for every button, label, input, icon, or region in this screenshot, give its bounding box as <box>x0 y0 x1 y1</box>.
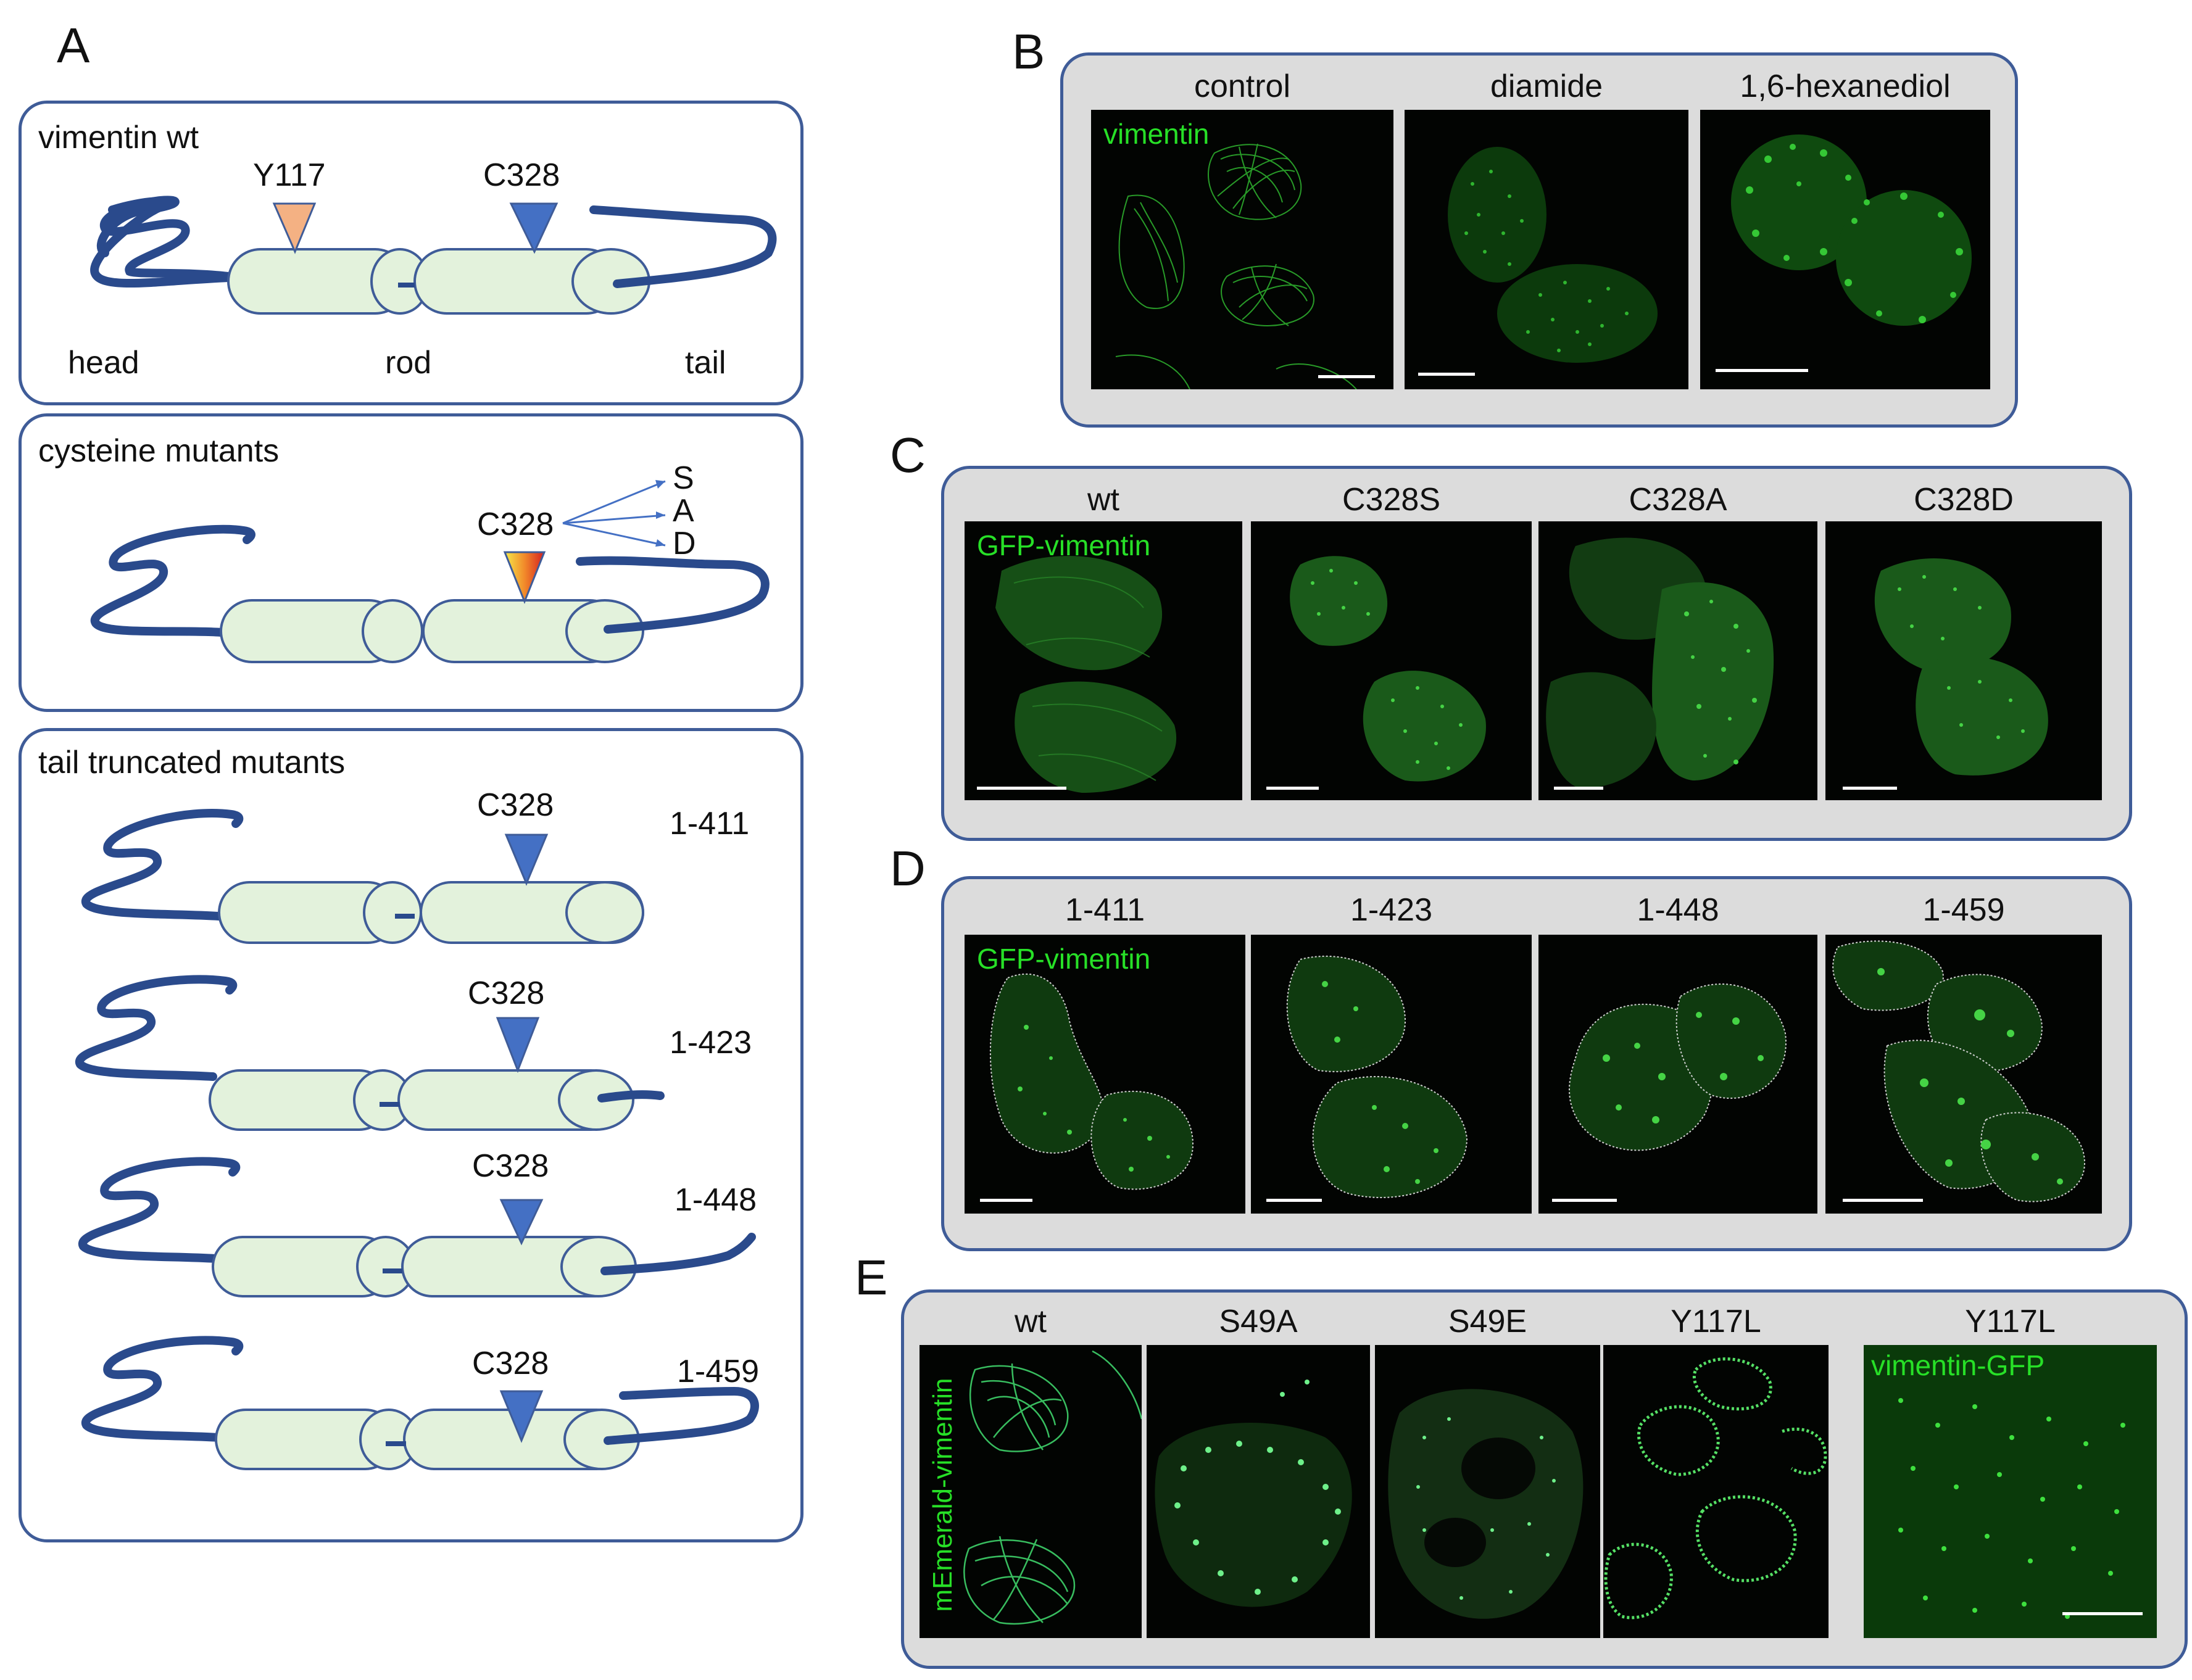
trunc-row4-marker: C328 <box>472 1346 549 1381</box>
trunc-row1-range: 1-411 <box>670 806 750 842</box>
trunc-row4-range: 1-459 <box>677 1354 759 1389</box>
panel-b-stain-label: vimentin <box>1103 118 1210 150</box>
panel-c-col2-title: C328S <box>1342 482 1440 518</box>
panel-e-col4-title: Y117L <box>1671 1304 1761 1339</box>
scale-bar <box>1318 375 1375 378</box>
micrograph-c328a <box>1538 521 1817 800</box>
micrograph-d-1-448 <box>1538 935 1817 1214</box>
panel-d-col3-title: 1-448 <box>1637 892 1719 928</box>
micrograph-e-s49e <box>1375 1345 1600 1638</box>
micrograph-e-wt: mEmerald-vimentin <box>920 1345 1142 1638</box>
panel-e-stain-right: vimentin-GFP <box>1871 1349 2045 1381</box>
panel-d-label: D <box>890 841 926 896</box>
y117-label: Y117 <box>253 157 326 193</box>
tail-truncated-box <box>19 728 803 1542</box>
panel-e-col5-title: Y117L <box>1965 1304 2056 1339</box>
trunc-row4-molecule <box>81 1336 759 1470</box>
scale-bar <box>980 1199 1032 1202</box>
micrograph-e-s49a <box>1147 1345 1370 1638</box>
scale-bar <box>1552 1199 1617 1202</box>
micrograph-hexanediol <box>1700 110 1990 389</box>
micrograph-d-1-459 <box>1825 935 2102 1214</box>
scale-bar <box>1716 369 1808 372</box>
scale-bar <box>1554 787 1603 790</box>
c328-label-cys: C328 <box>477 507 554 542</box>
tail-truncated-diagrams <box>75 809 759 1470</box>
panel-e-label: E <box>855 1250 888 1305</box>
micrograph-e-y117l <box>1603 1345 1829 1638</box>
trunc-row2-molecule <box>75 975 665 1131</box>
vimentin-wt-title: vimentin wt <box>38 120 199 155</box>
panel-c-col3-title: C328A <box>1629 482 1727 518</box>
rod-label: rod <box>385 345 432 381</box>
sub-s-label: S <box>673 460 694 496</box>
panel-d-col2-title: 1-423 <box>1350 892 1432 928</box>
tail-label: tail <box>685 345 726 381</box>
panel-e-col2-title: S49A <box>1219 1304 1298 1339</box>
micrograph-control: vimentin <box>1091 110 1393 389</box>
trunc-row1-marker: C328 <box>477 787 554 823</box>
trunc-row3-molecule <box>78 1157 756 1297</box>
panel-a-label: A <box>57 18 90 73</box>
cysteine-mutant-diagram <box>91 480 770 663</box>
panel-b-label: B <box>1012 24 1045 79</box>
scale-bar <box>1266 787 1319 790</box>
micrograph-d-1-423 <box>1251 935 1532 1214</box>
trunc-row3-marker: C328 <box>472 1148 549 1184</box>
scale-bar <box>1266 1199 1322 1202</box>
micrograph-e-y117l-gfp: vimentin-GFP <box>1864 1345 2157 1638</box>
micrograph-c328d <box>1825 521 2102 800</box>
panel-d-stain-label: GFP-vimentin <box>977 943 1151 975</box>
scale-bar <box>1843 1199 1923 1202</box>
scale-bar <box>1418 373 1475 376</box>
scale-bar <box>1843 787 1897 790</box>
micrograph-d-1-411: GFP-vimentin <box>965 935 1245 1214</box>
trunc-row2-range: 1-423 <box>670 1025 752 1061</box>
micrograph-c-wt: GFP-vimentin <box>965 521 1242 800</box>
micrograph-diamide <box>1405 110 1688 389</box>
panel-c-col1-title: wt <box>1087 482 1119 518</box>
trunc-row1-molecule <box>81 809 644 944</box>
head-label: head <box>68 345 139 381</box>
panel-b-col1-title: control <box>1194 68 1291 104</box>
panel-c-label: C <box>890 428 926 482</box>
micrograph-c328s <box>1251 521 1532 800</box>
c328-label-wt: C328 <box>483 157 560 193</box>
panel-b-col3-title: 1,6-hexanediol <box>1740 68 1951 104</box>
panel-c-stain-label: GFP-vimentin <box>977 529 1151 561</box>
panel-c-col4-title: C328D <box>1914 482 2014 518</box>
sub-a-label: A <box>673 493 694 529</box>
scale-bar <box>977 787 1066 790</box>
cysteine-mutants-title: cysteine mutants <box>38 433 280 469</box>
panel-d-col4-title: 1-459 <box>1922 892 2005 928</box>
trunc-row3-range: 1-448 <box>675 1182 757 1218</box>
vimentin-wt-diagram <box>90 196 777 315</box>
panel-e-stain-left: mEmerald-vimentin <box>928 1378 958 1612</box>
panel-b-col2-title: diamide <box>1490 68 1603 104</box>
trunc-row2-marker: C328 <box>468 975 545 1011</box>
panel-e-col1-title: wt <box>1015 1304 1047 1339</box>
sub-d-label: D <box>673 526 696 561</box>
scale-bar <box>2062 1612 2143 1615</box>
tail-truncated-title: tail truncated mutants <box>38 745 346 780</box>
panel-d-col1-title: 1-411 <box>1065 892 1145 928</box>
panel-e-col3-title: S49E <box>1448 1304 1527 1339</box>
